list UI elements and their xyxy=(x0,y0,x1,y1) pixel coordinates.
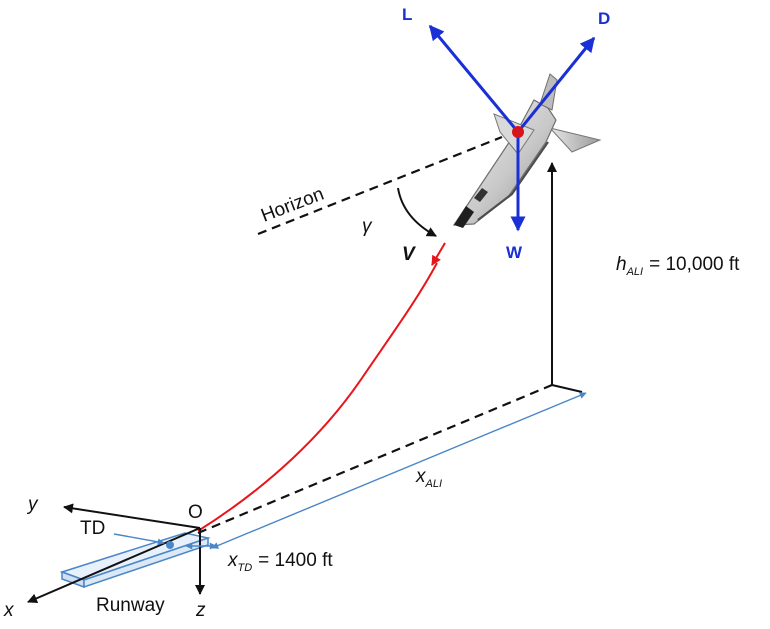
drag-label: D xyxy=(598,9,610,28)
drag-arrow xyxy=(516,36,596,133)
horizon-line xyxy=(257,135,503,236)
ali-foot-segment xyxy=(551,384,583,393)
gamma-arc xyxy=(397,187,437,237)
axis-x-label: x xyxy=(3,600,15,621)
td-label: TD xyxy=(80,518,105,539)
runway-label: Runway xyxy=(96,595,165,616)
space-shuttle-icon xyxy=(452,73,602,228)
velocity-label: V xyxy=(402,244,416,265)
lift-arrow xyxy=(428,24,520,133)
x-td-label: xTD= 1400 ft xyxy=(227,550,333,574)
velocity-arrow xyxy=(431,242,446,266)
origin-label: O xyxy=(188,502,203,523)
center-of-gravity xyxy=(512,126,524,138)
trajectory-path xyxy=(197,262,438,532)
axis-y-arrow xyxy=(63,503,201,529)
h-ali-label: hALI= 10,000 ft xyxy=(616,254,740,278)
ground-track-line xyxy=(197,383,553,535)
lift-label: L xyxy=(402,5,412,24)
gamma-label: γ xyxy=(362,216,373,237)
x-ali-label: xALI xyxy=(415,466,442,490)
weight-label: W xyxy=(506,243,523,262)
td-pointer xyxy=(113,533,165,546)
axis-y-label: y xyxy=(26,494,39,515)
touchdown-point xyxy=(166,541,174,549)
axis-z-label: z xyxy=(195,600,206,621)
x-ali-arrow xyxy=(211,392,587,549)
axis-x-arrow xyxy=(27,527,201,604)
